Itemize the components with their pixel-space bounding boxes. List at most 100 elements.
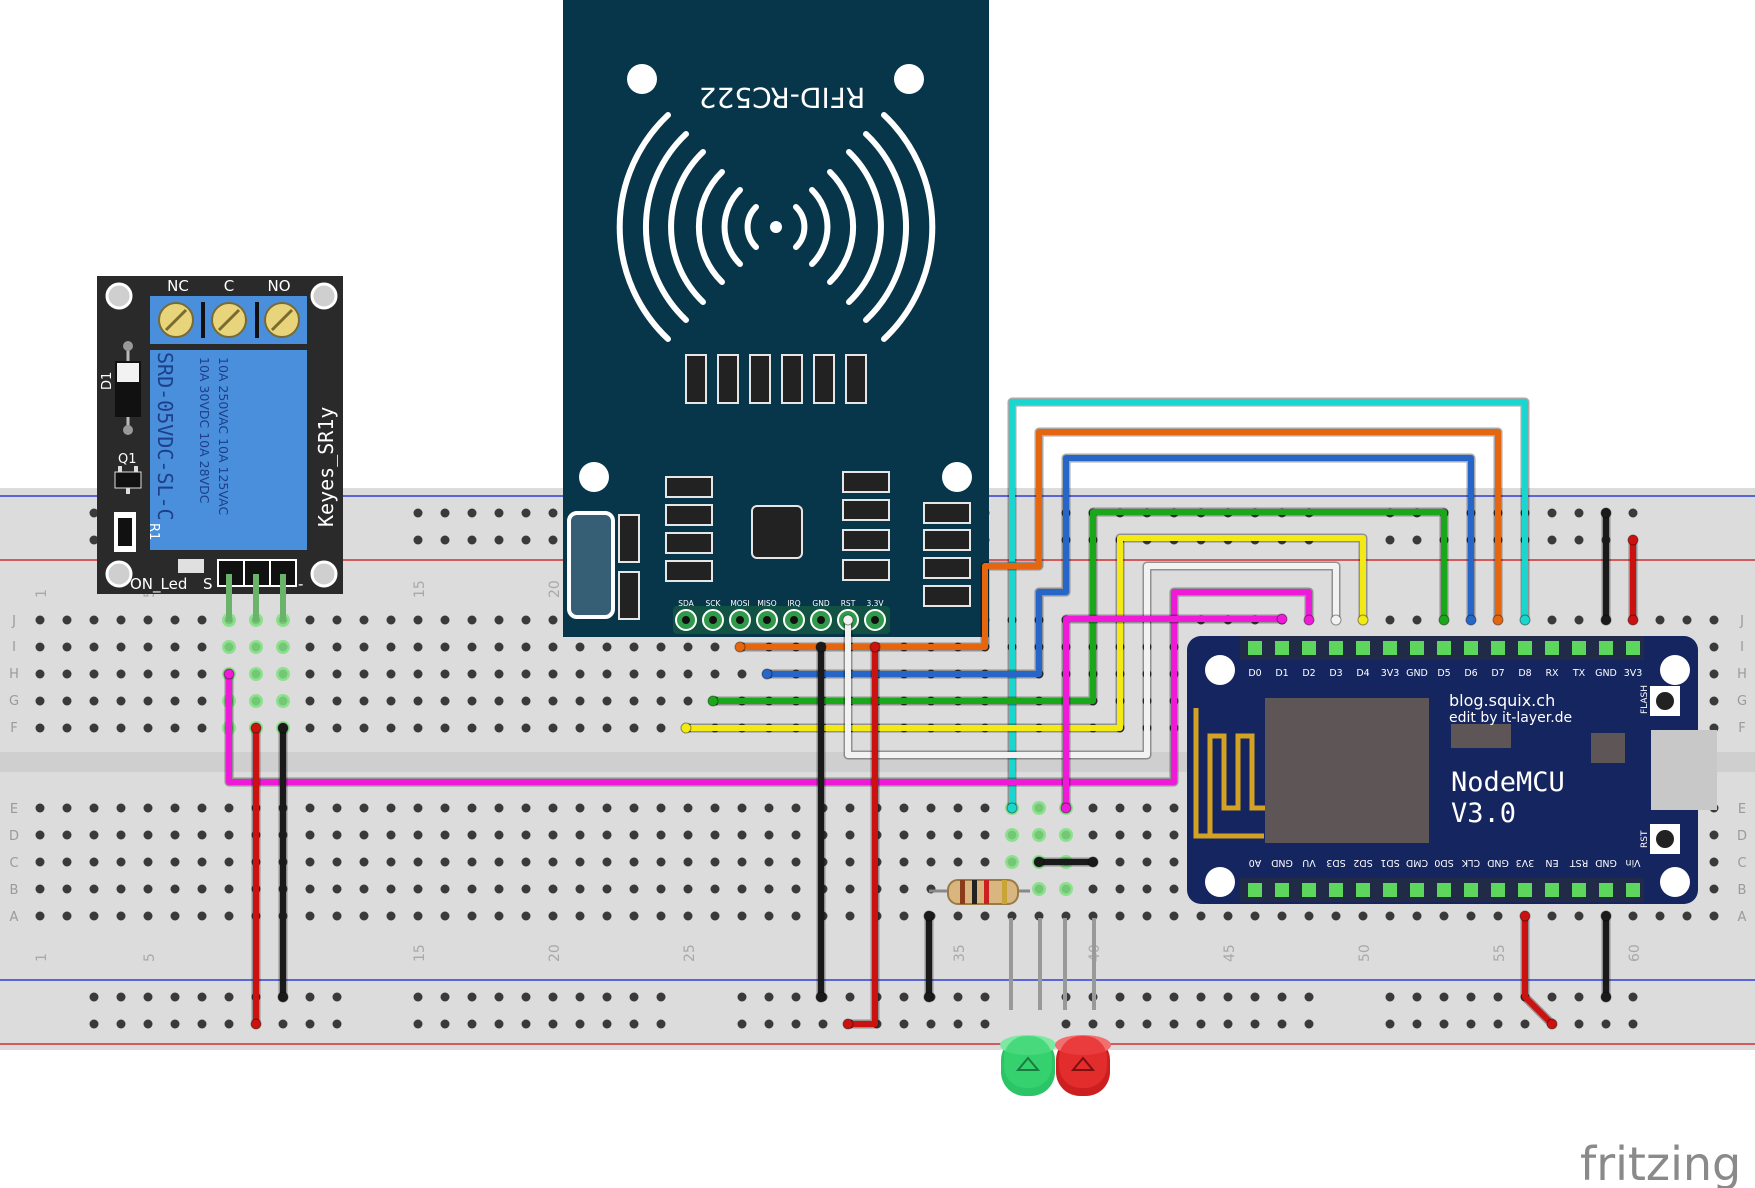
rfid-components [618,354,971,620]
pin-label-miso: MISO [757,599,776,608]
breadboard-hole [170,857,180,867]
red-led-icon [1055,918,1111,1096]
breadboard-hole [791,911,801,921]
reset-button[interactable] [1650,824,1680,854]
breadboard-hole [440,911,450,921]
breadboard-hole [305,615,315,625]
breadboard-hole [116,911,126,921]
breadboard-hole [467,642,477,652]
rfid-pin-hole [682,616,690,624]
breadboard-hole [575,911,585,921]
rail-hole [116,992,126,1002]
breadboard-hole [602,857,612,867]
breadboard-hole [386,723,396,733]
breadboard-hole [386,615,396,625]
rfid-pin-header [673,606,890,634]
rail-hole [737,1019,747,1029]
nodemcu-top-pin-label: D1 [1275,668,1288,679]
rail-hole [953,1019,963,1029]
nodemcu-top-pin [1599,641,1613,655]
breadboard-hole [548,911,558,921]
breadboard-hole [1466,911,1476,921]
rail-hole [1385,535,1395,545]
breadboard-hole [575,696,585,706]
breadboard-hole [1169,857,1179,867]
breadboard-hole [521,884,531,894]
breadboard-hole [953,911,963,921]
breadboard-hole [305,884,315,894]
nodemcu-top-pin [1275,641,1289,655]
rail-hole [413,992,423,1002]
relay-mount-hole [105,282,133,310]
breadboard-hole [62,803,72,813]
breadboard-hole [116,830,126,840]
rail-hole [224,1019,234,1029]
rail-hole [1061,1019,1071,1029]
rail-hole [980,1019,990,1029]
nodemcu-bottom-pin [1545,883,1559,897]
rail-hole [89,535,99,545]
row-label-g: G [9,694,19,709]
breadboard-hole [710,669,720,679]
nodemcu-bottom-pin-label: RST [1570,857,1589,868]
nodemcu-top-pin-label: D7 [1491,668,1504,679]
breadboard-hole [1412,615,1422,625]
label-rst: RST [1640,830,1650,848]
breadboard-hole [602,696,612,706]
breadboard-hole [89,723,99,733]
breadboard-hole [116,723,126,733]
col-label-15-bottom: 15 [412,944,428,962]
diode-icon [115,341,141,435]
breadboard-hole [197,696,207,706]
terminal-label-c: C [224,277,234,295]
breadboard-hole [440,803,450,813]
nodemcu-bottom-pin-label: SD1 [1380,857,1399,868]
nodemcu-bottom-pin-label: SD0 [1434,857,1453,868]
row-label-f: F [10,721,17,736]
pin-label-irq: IRQ [787,599,800,608]
breadboard-hole [170,669,180,679]
rail-hole [1412,1019,1422,1029]
rfid-mount-hole [894,64,924,94]
rail-hole [1250,992,1260,1002]
breadboard-hole [170,615,180,625]
breadboard-hole [1169,803,1179,813]
breadboard-hole [737,669,747,679]
breadboard-hole [332,911,342,921]
breadboard-hole [305,803,315,813]
wire-red [1522,913,1555,1027]
rail-hole [521,992,531,1002]
wire-black-end [1600,991,1612,1003]
breadboard-hole [494,803,504,813]
breadboard-hole [602,669,612,679]
nodemcu-top-pin [1248,641,1262,655]
rail-hole [1439,1019,1449,1029]
wire-green-end [707,695,719,707]
wire-white-end [842,614,854,626]
relay-model: SRD-05VDC-SL-C [153,352,177,521]
breadboard-hole [602,911,612,921]
row-label-f-right: F [1738,721,1745,736]
connected-hole [1005,828,1019,842]
breadboard-hole [683,803,693,813]
rail-hole [791,1019,801,1029]
wire-yellow [683,535,1366,731]
breadboard-hole [440,615,450,625]
breadboard-hole [1142,857,1152,867]
breadboard-hole [440,642,450,652]
breadboard-hole [440,857,450,867]
nodemcu-credit-2: edit by it-layer.de [1449,710,1572,726]
connected-hole [222,640,236,654]
rfid-pin-labels: SDA SCK MOSI MISO IRQ GND RST 3.3V [678,599,884,608]
breadboard-hole [1223,911,1233,921]
breadboard-hole [89,911,99,921]
col-label-45-bottom: 45 [1222,944,1238,962]
flash-button[interactable] [1650,686,1680,716]
breadboard-hole [1439,911,1449,921]
breadboard-hole [1142,803,1152,813]
row-labels: J I H G F E D C B A J I H G F E D C B A [9,614,1747,925]
breadboard-hole [197,830,207,840]
breadboard-hole [791,830,801,840]
